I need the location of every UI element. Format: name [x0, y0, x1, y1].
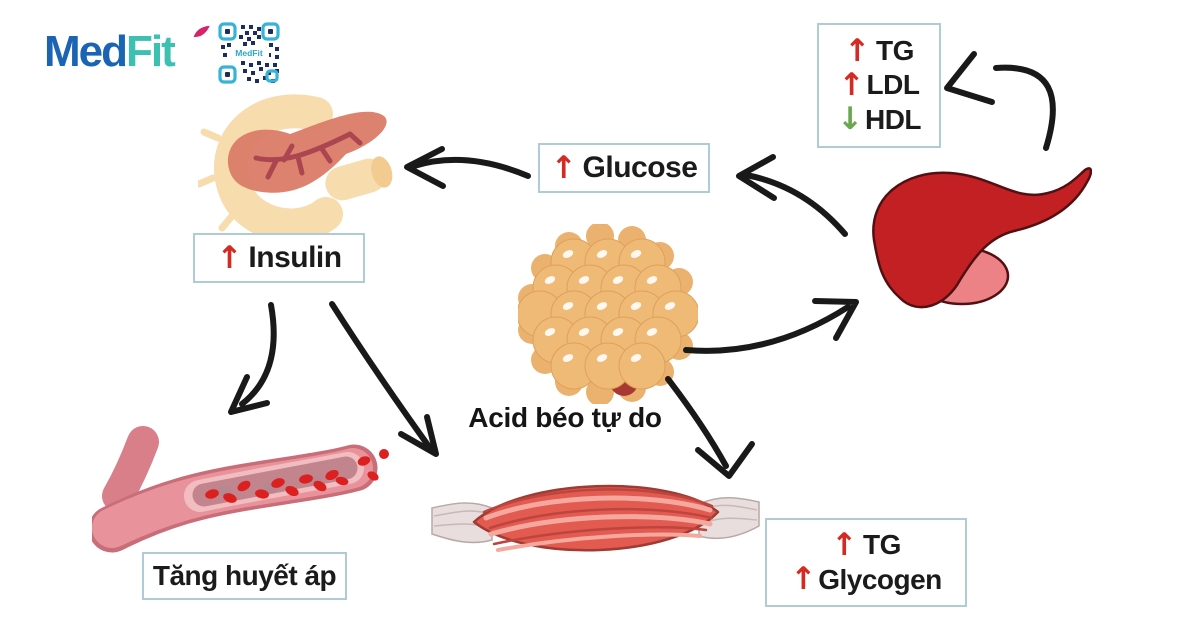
hypertension-label: Tăng huyết áp — [152, 560, 337, 591]
red-blood-cells — [205, 449, 389, 503]
muscle-tg-label: TG — [863, 529, 901, 561]
qr-label-bg — [229, 47, 269, 59]
glycogen-label: Glycogen — [818, 563, 942, 595]
hdl-label: HDL — [864, 103, 922, 135]
pancreas-vessels — [253, 131, 363, 180]
logo-med-text: Med — [44, 27, 128, 76]
insulin-up-arrow-icon: ↑ — [216, 239, 243, 276]
muscle-illustration — [431, 484, 760, 552]
pancreas-illustration — [198, 94, 393, 242]
medfit-logo: MedFit — [44, 25, 210, 76]
qr-center-text: MedFit — [235, 48, 263, 58]
pancreas-body — [227, 111, 387, 193]
liver-main-lobe — [872, 167, 1092, 309]
adipose-highlights — [544, 250, 676, 362]
arrow-insulin-to-vessel — [228, 302, 277, 415]
insulin-label-box: ↑ Insulin — [193, 233, 365, 283]
logo-leaf-icon — [193, 25, 210, 38]
qr-finder-dots — [225, 29, 273, 77]
logo-fit-text: Fit — [126, 27, 176, 76]
glucose-up-arrow-icon: ↑ — [550, 149, 577, 186]
muscle-tg-up-arrow-icon: ↑ — [831, 526, 858, 563]
duodenum-shape — [198, 94, 393, 242]
arrow-adipose-to-liver — [683, 298, 859, 354]
arrow-liver-to-lipid-panel — [944, 51, 1056, 151]
hypertension-label-box: Tăng huyết áp — [142, 552, 347, 600]
ldl-up-arrow-icon: ↑ — [838, 67, 865, 103]
tg-up-arrow-icon: ↑ — [844, 32, 871, 69]
glycogen-up-arrow-icon: ↑ — [790, 561, 817, 598]
liver-illustration — [872, 167, 1092, 309]
blood-vessel-illustration — [92, 426, 389, 553]
qr-finder-patterns — [218, 22, 280, 84]
glucose-label-box: ↑ Glucose — [538, 143, 710, 193]
arrow-glucose-to-pancreas — [404, 146, 531, 189]
adipose-cells-illustration — [518, 224, 698, 404]
muscle-belly — [472, 484, 720, 552]
free-fatty-acid-caption: Acid béo tự do — [468, 402, 662, 433]
adipose-main-cells — [518, 238, 698, 390]
ldl-label: LDL — [866, 69, 920, 101]
insulin-label: Insulin — [248, 240, 342, 274]
muscle-panel-box: ↑ TG ↑ Glycogen — [765, 518, 967, 607]
glucose-label: Glucose — [582, 150, 698, 184]
tg-label: TG — [876, 35, 914, 67]
lipid-panel-box: ↑ TG ↑ LDL ↓ HDL — [817, 23, 941, 148]
arrow-liver-to-glucose — [736, 154, 848, 237]
hdl-down-arrow-icon: ↓ — [836, 101, 863, 138]
qr-code-icon: MedFit — [217, 21, 281, 85]
